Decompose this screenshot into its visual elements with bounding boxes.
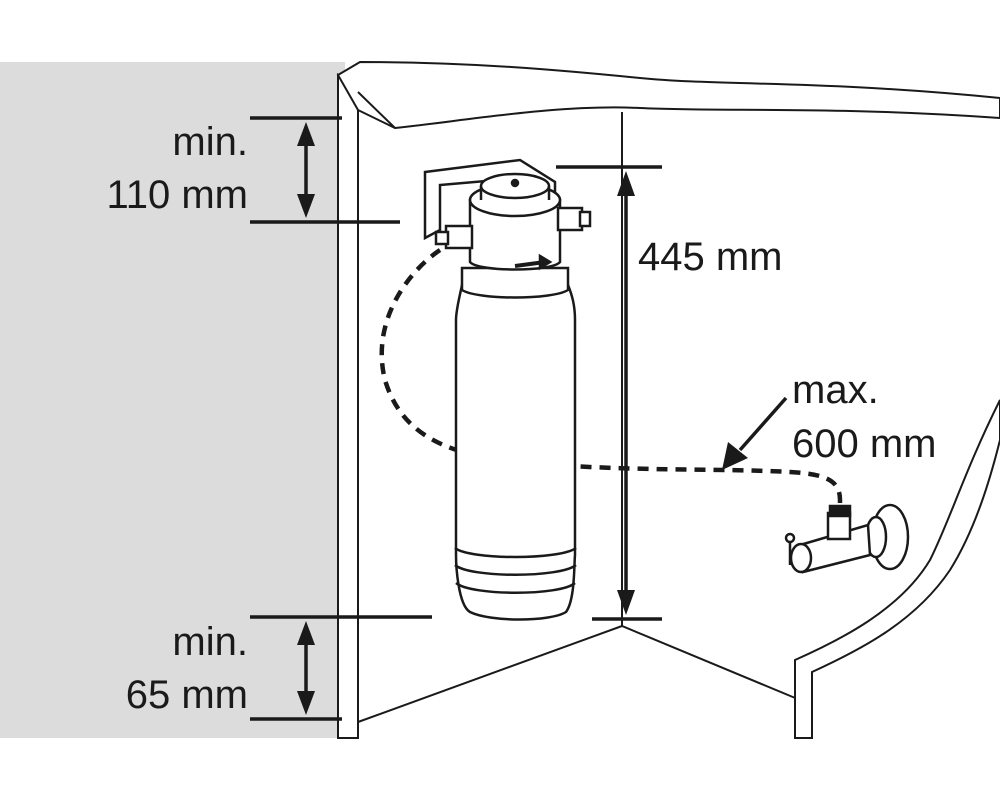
- hose-dashed: [379, 248, 843, 510]
- hose-length-label-line2: 600 mm: [792, 422, 937, 466]
- filter-head: [468, 198, 562, 271]
- wall-side-panel: [0, 62, 345, 738]
- cabinet: [336, 60, 1000, 739]
- bottom-clearance-label-line1: min.: [172, 620, 248, 664]
- top-clearance-label-line2: 110 mm: [106, 173, 248, 217]
- inlet-fitting: [444, 224, 474, 250]
- bottom-clearance-label-line2: 65 mm: [126, 673, 248, 717]
- angle-valve: [784, 503, 910, 574]
- top-clearance-label-line1: min.: [172, 120, 248, 164]
- hose-length-label-line1: max.: [792, 368, 879, 412]
- filter-height-label: 445 mm: [638, 235, 783, 279]
- outlet-fitting: [556, 206, 584, 232]
- dimension-lines: [250, 116, 788, 721]
- water-filter: [423, 158, 592, 621]
